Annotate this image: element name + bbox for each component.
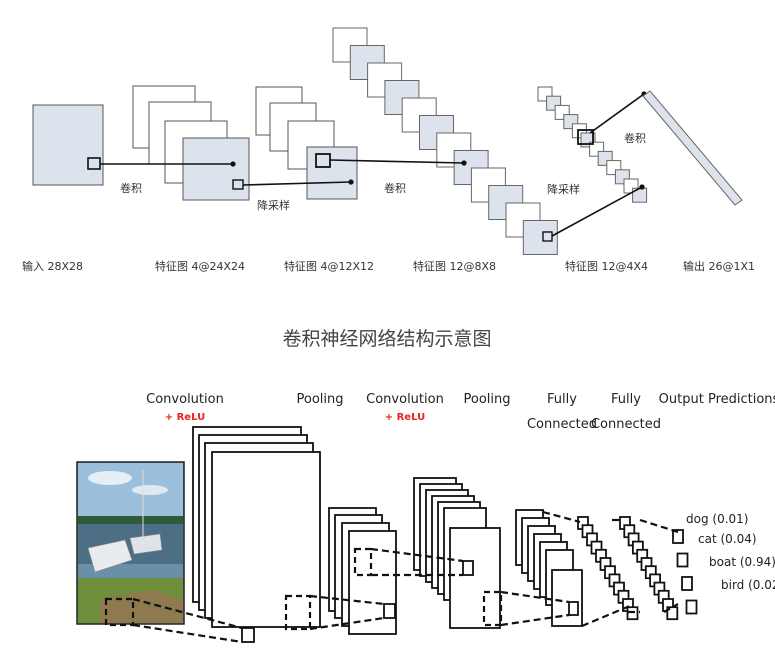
conv2-pool-window-dashed (482, 590, 503, 627)
prediction-label-bird: bird (0.02) (721, 578, 775, 592)
input-image-square (32, 104, 104, 186)
pool2-feature-maps (515, 509, 583, 627)
header-conv2: Convolution (366, 392, 444, 407)
header-pool1: Pooling (297, 392, 344, 407)
conv2-feature-maps (413, 477, 501, 629)
fm4-receptive-field (577, 129, 594, 145)
header-output: Output Predictions (659, 392, 775, 407)
op-label-conv3: 卷积 (624, 131, 646, 145)
fc1-neuron (626, 606, 639, 621)
conv1-output-cell (241, 627, 255, 643)
prediction-label-boat: boat (0.94) (709, 555, 775, 569)
conv2-output-cell (462, 560, 474, 576)
input-receptive-field-dashed (104, 597, 135, 627)
pool2-output-cell (568, 601, 579, 616)
fc1-neurons (577, 516, 639, 621)
pool1-output-cell (383, 603, 396, 619)
stage-label-input: 输入 28X28 (22, 259, 83, 273)
pool1-connection-line (242, 181, 352, 186)
output-neuron (685, 599, 698, 615)
bottom-cnn-diagram: Convolution + ReLU Pooling Convolution +… (76, 392, 775, 644)
header-fc2-line2: Connected (591, 417, 661, 432)
stage-label-fm4: 特征图 12@4X4 (565, 259, 648, 273)
conv2-connection-line (329, 159, 465, 164)
header-conv2-activation: + ReLU (385, 412, 425, 423)
header-fc1-line1: Fully (547, 392, 577, 407)
feature-map-stack-3 (332, 27, 558, 255)
output-neuron (672, 529, 684, 544)
op-label-conv2: 卷积 (384, 181, 406, 195)
output-neurons (672, 529, 698, 615)
conv1-pool-window-dashed (284, 594, 312, 631)
prediction-label-dog: dog (0.01) (686, 512, 748, 526)
fc2-neuron (666, 606, 679, 621)
header-pool2: Pooling (464, 392, 511, 407)
stage-label-fm3: 特征图 12@8X8 (413, 259, 496, 273)
conv1-feature-maps (192, 426, 321, 628)
header-conv1-activation: + ReLU (165, 412, 205, 423)
op-label-pool2: 降采样 (547, 182, 580, 196)
feature-map-stack-1 (132, 85, 250, 201)
pool1-feature-maps (328, 507, 397, 635)
conv3-connection-line (589, 93, 645, 134)
header-fc2-line1: Fully (611, 392, 641, 407)
stage-label-fm1: 特征图 4@24X24 (155, 259, 245, 273)
output-neuron (676, 552, 689, 568)
header-conv1: Convolution (146, 392, 224, 407)
feature-map-stack-2 (255, 86, 358, 200)
prediction-label-cat: cat (0.04) (698, 532, 757, 546)
stage-label-fm2: 特征图 4@12X12 (284, 259, 374, 273)
top-cnn-diagram: 卷积 降采样 卷积 降采样 卷积 输入 28X28 特征图 4@24X24 特征… (22, 27, 755, 350)
diagram-caption: 卷积神经网络结构示意图 (282, 328, 491, 350)
fc2-neurons (619, 516, 679, 621)
header-fc1-line2: Connected (527, 417, 597, 432)
pool2-connection-line (551, 186, 643, 237)
op-label-conv1: 卷积 (120, 181, 142, 195)
stage-label-output: 输出 26@1X1 (683, 259, 755, 273)
output-neuron (681, 576, 693, 591)
output-vector-bar (642, 90, 743, 206)
fm3-pool-window (542, 231, 553, 242)
dashed-projection-lines (132, 510, 679, 644)
op-label-pool1: 降采样 (257, 198, 290, 212)
input-photo (76, 461, 185, 625)
pool1-receptive-field-dashed (353, 547, 373, 577)
